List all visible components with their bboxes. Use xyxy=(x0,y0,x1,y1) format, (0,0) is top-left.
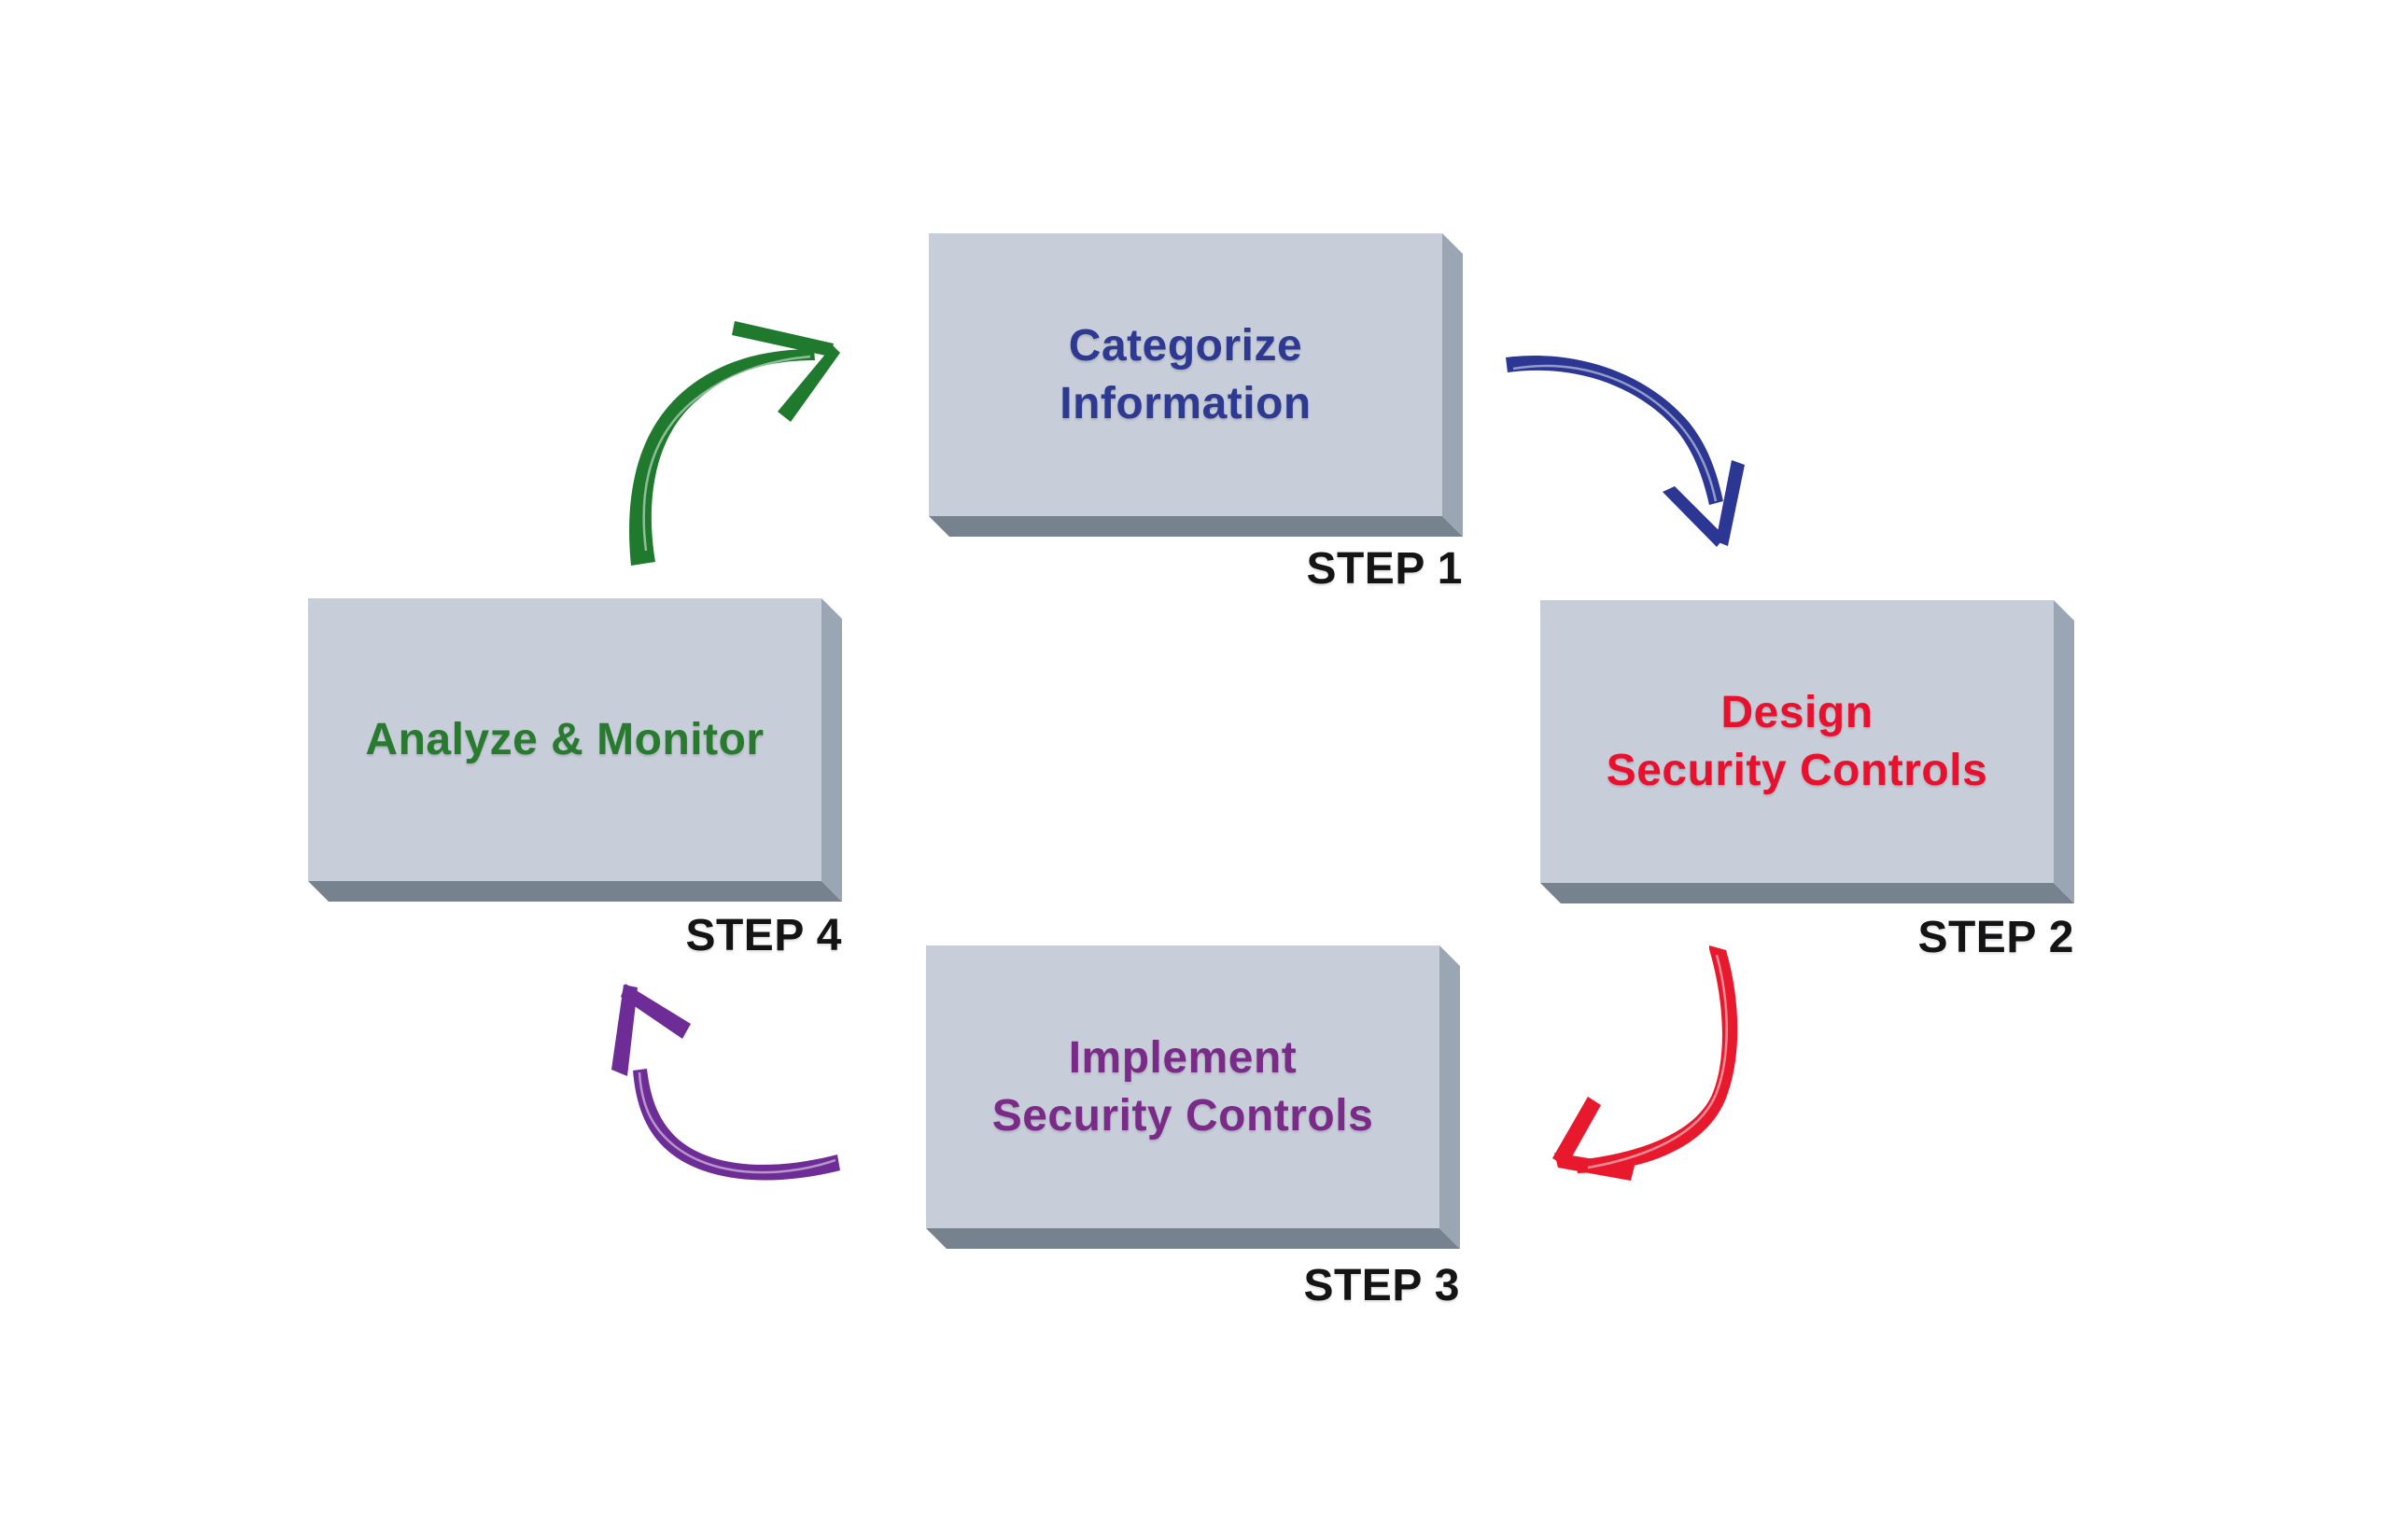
step-2-box: Design Security Controls xyxy=(1540,600,2054,883)
arrow-step2-to-step3-shaft xyxy=(1577,945,1738,1173)
step-1-title-line1: Categorize xyxy=(1068,320,1303,371)
step-4-box-bottom-face xyxy=(308,881,842,902)
step-3-box-side-face xyxy=(1439,945,1460,1249)
step-2-label: STEP 2 xyxy=(1917,913,2074,962)
arrow-step1-to-step2-shaft xyxy=(1506,355,1723,505)
arrow-step4-to-step1 xyxy=(629,321,840,566)
arrow-step4-to-step1-barb-lower xyxy=(778,345,840,422)
arrow-step1-to-step2-barb-left xyxy=(1663,486,1725,547)
arrow-step1-to-step2 xyxy=(1506,355,1745,547)
arrow-step3-to-step4-barb-right xyxy=(621,984,691,1039)
step-3-box-front-face: Implement Security Controls xyxy=(926,945,1439,1228)
step-3-title-line1: Implement xyxy=(1068,1032,1298,1083)
step-1-title-line2: Information xyxy=(1060,378,1312,428)
step-2-box-front-face: Design Security Controls xyxy=(1540,600,2054,883)
step-1-box-bottom-face xyxy=(929,516,1463,537)
step-4-box: Analyze & Monitor xyxy=(308,598,821,881)
arrow-step3-to-step4-shaft xyxy=(633,1069,840,1181)
arrow-step2-to-step3-barb-upper xyxy=(1552,1097,1601,1167)
arrow-step4-to-step1-barb-upper xyxy=(732,321,834,357)
arrow-step3-to-step4-barb-left xyxy=(611,985,638,1076)
arrow-step2-to-step3 xyxy=(1552,945,1738,1181)
step-1-box-side-face xyxy=(1442,233,1463,537)
arrow-step3-to-step4-brush-streak xyxy=(638,1071,836,1174)
step-2-box-side-face xyxy=(2054,600,2074,903)
arrow-step4-to-step1-shaft xyxy=(629,349,815,566)
step-1-box-front-face: Categorize Information xyxy=(929,233,1442,516)
arrow-step2-to-step3-brush-streak xyxy=(1587,954,1728,1169)
step-3-box: Implement Security Controls xyxy=(926,945,1439,1228)
step-2-title-line1: Design xyxy=(1720,687,1874,737)
step-3-title-line2: Security Controls xyxy=(991,1090,1374,1141)
arrow-step1-to-step2-brush-streak xyxy=(1512,364,1718,502)
step-4-title-line1: Analyze & Monitor xyxy=(365,714,765,764)
step-4-box-front-face: Analyze & Monitor xyxy=(308,598,821,881)
step-3-box-bottom-face xyxy=(926,1228,1460,1249)
step-2-box-bottom-face xyxy=(1540,883,2074,903)
arrow-step4-to-step1-brush-streak xyxy=(642,355,811,552)
arrow-step3-to-step4 xyxy=(611,984,840,1181)
step-4-box-side-face xyxy=(821,598,842,902)
step-1-label: STEP 1 xyxy=(1306,544,1463,594)
arrow-step1-to-step2-barb-right xyxy=(1716,460,1745,546)
step-4-label: STEP 4 xyxy=(685,911,842,960)
step-1-box: Categorize Information xyxy=(929,233,1442,516)
step-3-label: STEP 3 xyxy=(1303,1261,1460,1310)
step-2-title-line2: Security Controls xyxy=(1606,745,1988,795)
